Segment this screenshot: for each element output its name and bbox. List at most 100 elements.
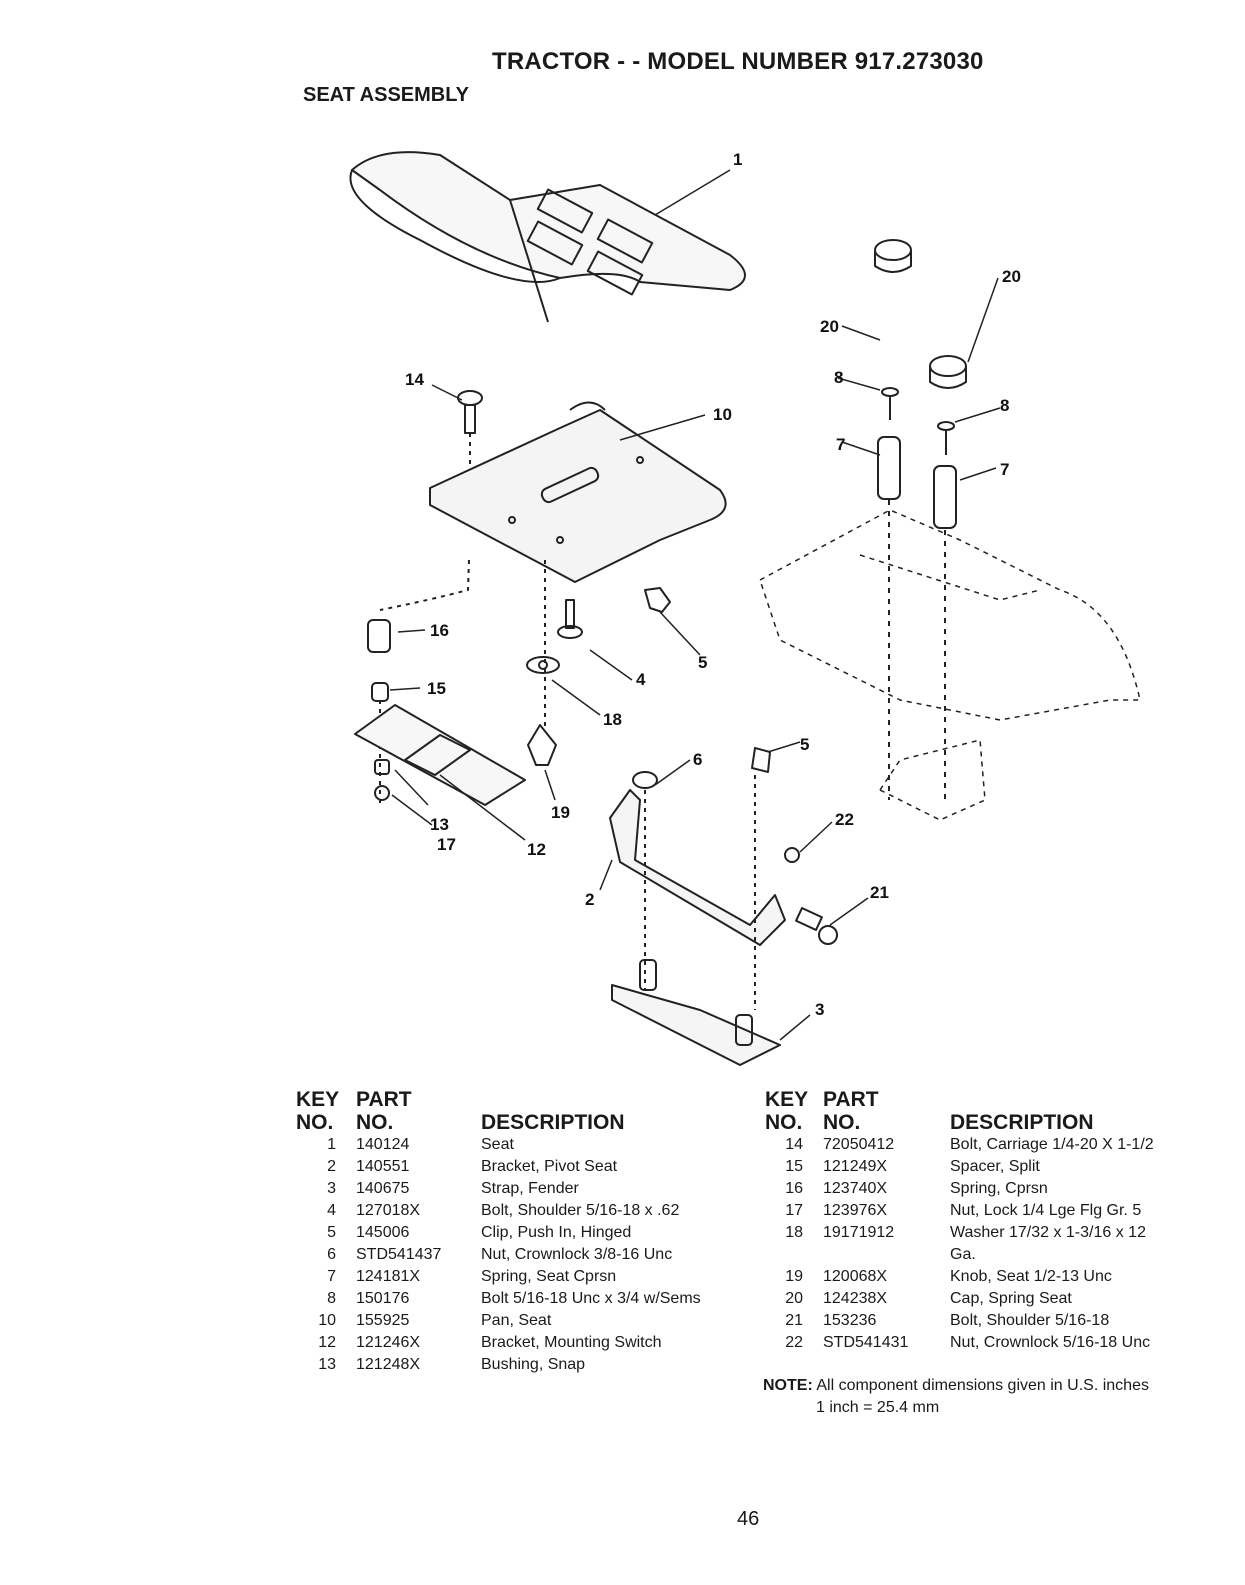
clip-part: [644, 587, 771, 773]
part-number-cell: 19171912: [823, 1224, 895, 1241]
part-number-cell: 123740X: [823, 1180, 888, 1197]
key-cell: 22: [785, 1334, 803, 1351]
key-cell: 5: [327, 1224, 336, 1241]
key-cell: 17: [785, 1202, 803, 1219]
fender-outline: [759, 509, 1141, 821]
description-cell: Nut, Crownlock 5/16-18 Unc: [950, 1334, 1151, 1351]
part-number-cell: 121249X: [823, 1158, 888, 1175]
key-cell: 2: [327, 1158, 336, 1175]
table-row: 19 120068X Knob, Seat 1/2-13 Unc: [765, 1266, 1175, 1288]
callout-label: 4: [636, 670, 646, 689]
key-cell: 7: [327, 1268, 336, 1285]
callout-label: 5: [698, 653, 707, 672]
callout-label: 16: [430, 621, 449, 640]
callout-label: 1: [733, 150, 742, 169]
pivot-bracket-part: [609, 771, 838, 1010]
description-cell: Strap, Fender: [481, 1180, 579, 1197]
description-cell: Bracket, Mounting Switch: [481, 1334, 662, 1351]
description-cell: Spacer, Split: [950, 1158, 1040, 1175]
part-number-cell: 121246X: [356, 1334, 421, 1351]
description-cell: Pan, Seat: [481, 1312, 552, 1329]
dimension-note: NOTE: All component dimensions given in …: [763, 1375, 1149, 1419]
fender-strap-part: [611, 959, 781, 1066]
table-row: 5 145006 Clip, Push In, Hinged: [296, 1222, 751, 1244]
callout-label: 7: [1000, 460, 1009, 479]
key-cell: 19: [785, 1268, 803, 1285]
table-row: 7 124181X Spring, Seat Cprsn: [296, 1266, 751, 1288]
description-cell: Nut, Lock 1/4 Lge Flg Gr. 5: [950, 1202, 1142, 1219]
callout-label: 21: [870, 883, 889, 902]
description-cell: Bolt, Shoulder 5/16-18 x .62: [481, 1202, 680, 1219]
key-cell: 20: [785, 1290, 803, 1307]
key-cell: 15: [785, 1158, 803, 1175]
key-cell: 13: [318, 1356, 336, 1373]
table-row: 15 121249X Spacer, Split: [765, 1156, 1175, 1178]
note-line2: 1 inch = 25.4 mm: [816, 1399, 940, 1416]
description-cell: Spring, Cprsn: [950, 1180, 1048, 1197]
description-cell: Spring, Seat Cprsn: [481, 1268, 617, 1285]
description-cell: Bolt 5/16-18 Unc x 3/4 w/Sems: [481, 1290, 701, 1307]
part-number-cell: 145006: [356, 1224, 410, 1241]
key-cell: 12: [318, 1334, 336, 1351]
part-number-cell: 153236: [823, 1312, 877, 1329]
part-number-cell: 124181X: [356, 1268, 421, 1285]
part-number-cell: 140551: [356, 1158, 410, 1175]
key-cell: 21: [785, 1312, 803, 1329]
note-line1: All component dimensions given in U.S. i…: [816, 1377, 1149, 1394]
page-number: 46: [737, 1508, 760, 1530]
part-number-cell: 150176: [356, 1290, 410, 1307]
note-label: NOTE:: [763, 1377, 813, 1394]
part-number-cell: STD541431: [823, 1334, 909, 1351]
key-cell: 18: [785, 1224, 803, 1241]
description-cell: Clip, Push In, Hinged: [481, 1224, 632, 1241]
part-number-cell: 155925: [356, 1312, 410, 1329]
key-cell: 8: [327, 1290, 336, 1307]
center-hardware: [526, 560, 583, 766]
part-number-cell: 72050412: [823, 1136, 895, 1153]
key-cell: 14: [785, 1136, 803, 1153]
part-number-cell: 120068X: [823, 1268, 888, 1285]
key-cell: 10: [318, 1312, 336, 1329]
callout-label: 5: [800, 735, 809, 754]
callout-label: 10: [713, 405, 732, 424]
table-row: 22 STD541431 Nut, Crownlock 5/16-18 Unc: [765, 1332, 1175, 1354]
callout-label: 22: [835, 810, 854, 829]
callout-label: 8: [1000, 396, 1009, 415]
table-row: 10 155925 Pan, Seat: [296, 1310, 751, 1332]
description-cell: Bolt, Carriage 1/4-20 X 1-1/2: [950, 1136, 1154, 1153]
part-number-cell: 123976X: [823, 1202, 888, 1219]
description-cell: Nut, Crownlock 3/8-16 Unc: [481, 1246, 673, 1263]
callout-label: 19: [551, 803, 570, 822]
key-cell: 1: [327, 1136, 336, 1153]
right-spring-assembly: [874, 239, 967, 800]
part-number-cell: STD541437: [356, 1246, 442, 1263]
callout-label: 13: [430, 815, 449, 834]
description-header: DESCRIPTION: [950, 1111, 1094, 1134]
callout-label: 17: [437, 835, 456, 854]
section-subtitle: SEAT ASSEMBLY: [303, 84, 469, 106]
callout-label: 20: [820, 317, 839, 336]
callout-label: 15: [427, 679, 446, 698]
callout-label: 3: [815, 1000, 824, 1019]
description-cell: Knob, Seat 1/2-13 Unc: [950, 1268, 1112, 1285]
seat-pan-part: [429, 401, 727, 583]
part-number-cell: 121248X: [356, 1356, 421, 1373]
page-title: TRACTOR - - MODEL NUMBER 917.273030: [492, 48, 984, 75]
callout-label: 12: [527, 840, 546, 859]
callout-label: 14: [405, 370, 424, 389]
callout-label: 18: [603, 710, 622, 729]
description-cell: Bolt, Shoulder 5/16-18: [950, 1312, 1110, 1329]
part-number-cell: 127018X: [356, 1202, 421, 1219]
leader-lines: [389, 169, 1001, 1041]
